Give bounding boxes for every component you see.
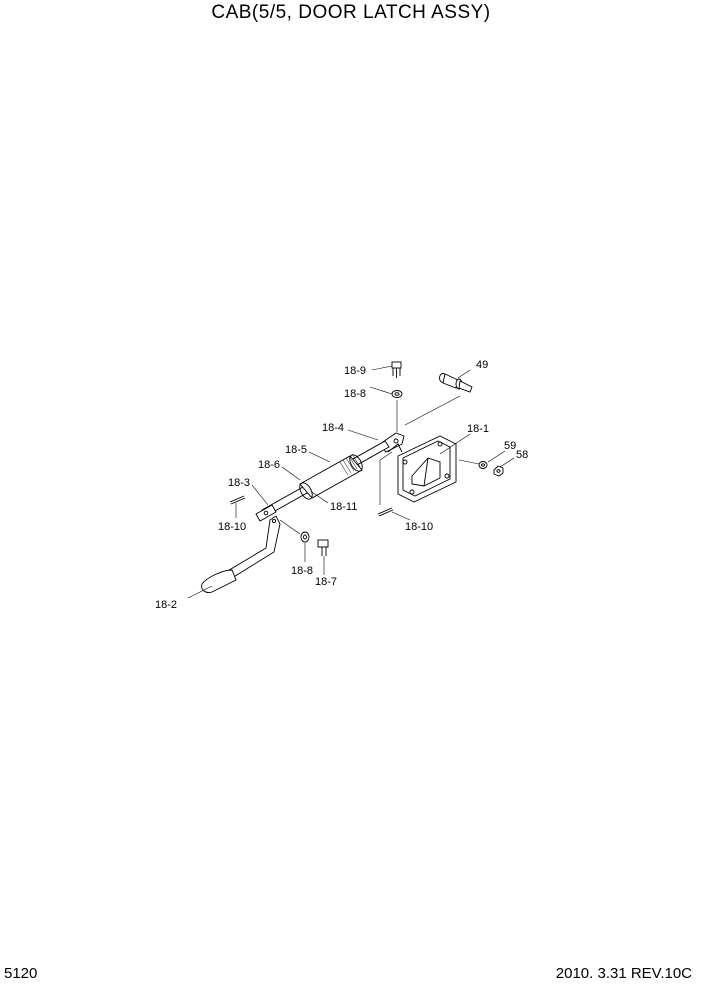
callout-18-10-right: 18-10: [405, 521, 433, 533]
part-58-nut: [493, 465, 504, 477]
callout-18-8-bottom: 18-8: [291, 565, 313, 577]
callout-18-7: 18-7: [315, 576, 337, 588]
callout-18-11: 18-11: [330, 501, 357, 513]
callout-18-3: 18-3: [228, 477, 250, 489]
callout-18-6: 18-6: [258, 459, 280, 471]
part-18-10-pin-left: [229, 495, 246, 505]
part-49-bolt: [439, 373, 473, 393]
part-18-8-washer-bottom: [300, 531, 310, 543]
callout-59: 59: [504, 440, 516, 452]
callout-18-1: 18-1: [467, 423, 489, 435]
callout-18-10-left: 18-10: [218, 521, 246, 533]
page-number: 5120: [4, 965, 38, 982]
part-18-10-pin-right: [377, 507, 394, 517]
revision-stamp: 2010. 3.31 REV.10C: [555, 965, 692, 982]
part-18-1-latch-housing: [387, 435, 457, 503]
callout-18-9: 18-9: [344, 365, 366, 377]
callout-58: 58: [516, 449, 528, 461]
callout-labels: 18-9 18-8 49 18-4 18-1 59 58 18-5 18-6 1…: [155, 359, 528, 611]
callout-18-2: 18-2: [155, 599, 177, 611]
part-18-8-washer-top: [391, 390, 403, 398]
part-18-9-bolt: [391, 361, 402, 378]
callout-18-5: 18-5: [285, 444, 307, 456]
callout-18-8-top: 18-8: [344, 388, 366, 400]
callout-18-4: 18-4: [322, 422, 344, 434]
page-title: CAB(5/5, DOOR LATCH ASSY): [211, 2, 491, 23]
part-18-3-rod-end: [255, 504, 277, 522]
part-59-washer: [478, 461, 488, 469]
part-18-5-rod: [261, 440, 390, 517]
part-18-7-bolt: [317, 539, 329, 556]
callout-49: 49: [476, 359, 488, 371]
